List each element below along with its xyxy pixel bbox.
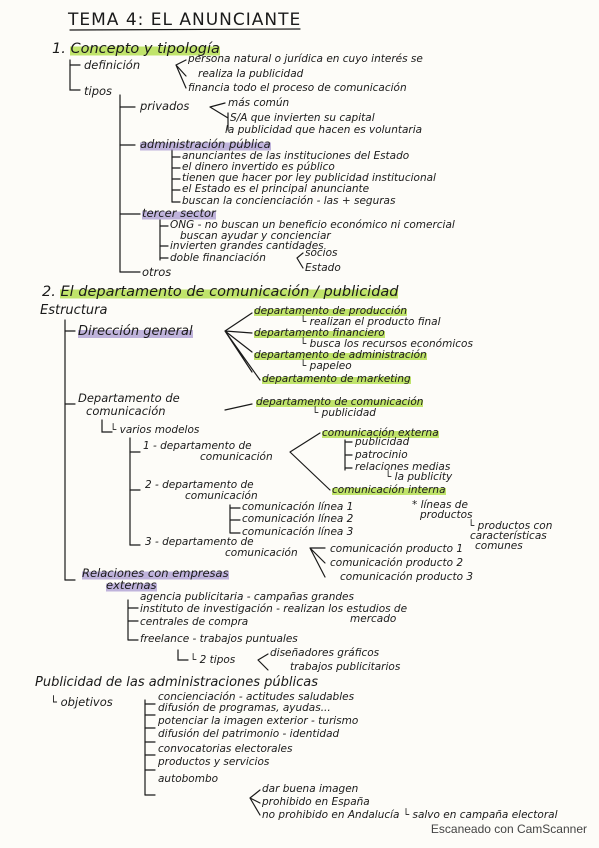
autobombo-note-2: prohibido en España <box>262 796 370 808</box>
administracion-label: administración pública <box>140 137 271 151</box>
objetivo-1: concienciación - actitudes saludables <box>158 691 355 703</box>
dos-tipos-item-1: diseñadores gráficos <box>270 647 380 659</box>
productos-caracteristicas-3: comunes <box>475 540 523 552</box>
modelo-2-item-1: comunicación línea 1 <box>242 501 354 513</box>
modelo-2-item-2: comunicación línea 2 <box>242 513 354 525</box>
definicion-item-1: persona natural o jurídica en cuyo inter… <box>188 53 423 65</box>
productos-caracteristicas: └ productos con <box>468 520 553 532</box>
direccion-item-2: departamento financiero <box>254 327 385 339</box>
tercer-sector-item-3: invierten grandes cantidades <box>170 240 324 252</box>
modelo-3-label: 3 - departamento de <box>145 536 254 548</box>
modelo-2-item-3: comunicación línea 3 <box>242 526 354 538</box>
tercer-sector-label: tercer sector <box>142 206 216 220</box>
objetivo-6: productos y servicios <box>158 756 270 768</box>
direccion-item-1: departamento de producción <box>254 305 408 317</box>
definicion-item-2: realiza la publicidad <box>198 68 304 80</box>
relaciones-item-1: agencia publicitaria - campañas grandes <box>140 591 354 603</box>
lineas-productos-note: * líneas de <box>412 499 468 511</box>
privados-label: privados <box>140 99 190 113</box>
page-title: TEMA 4: EL ANUNCIANTE <box>68 10 302 30</box>
otros-label: otros <box>142 265 172 279</box>
direccion-item-3-note: └ papeleo <box>300 360 352 372</box>
modelo-1-externa: comunicación externa <box>322 427 439 439</box>
objetivo-4: difusión del patrimonio - identidad <box>158 728 340 740</box>
relaciones-item-2-note: mercado <box>350 613 397 625</box>
dos-tipos-label: └ 2 tipos <box>190 654 236 666</box>
relaciones-item-3: centrales de compra <box>140 616 249 628</box>
scanner-watermark: Escaneado con CamScanner <box>430 822 587 836</box>
modelo-3-item-2: comunicación producto 2 <box>330 557 464 569</box>
relaciones-item-2: instituto de investigación - realizan lo… <box>140 603 408 615</box>
departamento-comunicacion-label-2: comunicación <box>86 404 166 418</box>
autobombo-note-3: no prohibido en Andalucía └ salvo en cam… <box>262 809 558 821</box>
section-2-number: 2. <box>42 284 56 300</box>
modelo-2-label-2: comunicación <box>185 490 258 502</box>
administracion-item-4: el Estado es el principal anunciante <box>182 183 370 195</box>
objetivo-5: convocatorias electorales <box>158 743 293 755</box>
dos-tipos-item-2: trabajos publicitarios <box>290 661 401 673</box>
section-1-title: Concepto y tipología <box>70 41 220 57</box>
direccion-item-1-note: └ realizan el producto final <box>300 316 441 328</box>
direccion-item-2-note: └ busca los recursos económicos <box>300 338 473 350</box>
section-2-title: El departamento de comunicación / public… <box>60 284 399 300</box>
relaciones-item-4: freelance - trabajos puntuales <box>140 633 298 645</box>
modelo-1-externa-note: └ la publicity <box>385 471 453 483</box>
objetivo-2: difusión de programas, ayudas... <box>158 702 331 714</box>
tercer-sector-item-2: buscan ayudar y concienciar <box>180 230 331 242</box>
modelo-1-label-2: comunicación <box>200 451 273 463</box>
modelo-3-item-1: comunicación producto 1 <box>330 543 464 555</box>
objetivo-3: potenciar la imagen exterior - turismo <box>158 715 359 727</box>
departamento-comunicacion-note: └ publicidad <box>312 407 376 419</box>
definicion-label: definición <box>84 58 141 72</box>
relaciones-label: Relaciones con empresas <box>82 566 229 580</box>
administracion-item-1: anunciantes de las instituciones del Est… <box>182 150 410 162</box>
departamento-comunicacion-label: Departamento de <box>78 391 180 405</box>
modelo-2-label: 2 - departamento de <box>145 479 254 491</box>
privados-item-1: más común <box>228 97 290 109</box>
modelo-1-externa-item-2: patrocinio <box>355 449 408 461</box>
modelo-1-externa-item-1: publicidad <box>355 436 410 448</box>
estructura-label: Estructura <box>40 303 108 318</box>
varios-modelos-label: └ varios modelos <box>110 424 200 436</box>
modelo-3-item-3: comunicación producto 3 <box>340 571 474 583</box>
direccion-item-4: departamento de marketing <box>262 373 411 385</box>
relaciones-label-2: externas <box>106 578 157 592</box>
privados-item-2: S/A que invierten su capital <box>230 112 375 124</box>
administracion-item-2: el dinero invertido es público <box>182 161 335 173</box>
productos-caracteristicas-2: características <box>470 530 547 542</box>
section-2-heading: 2. El departamento de comunicación / pub… <box>42 284 399 300</box>
direccion-item-3: departamento de administración <box>254 349 427 361</box>
departamento-comunicacion-item: departamento de comunicación <box>256 396 424 408</box>
section-1-number: 1. <box>52 41 66 57</box>
privados-item-3: la publicidad que hacen es voluntaria <box>225 124 423 136</box>
objetivos-label: └ objetivos <box>50 695 113 709</box>
modelo-1-label: 1 - departamento de <box>143 440 252 452</box>
tercer-sector-item-1: ONG - no buscan un beneficio económico n… <box>170 219 455 231</box>
definicion-item-3: financia todo el proceso de comunicación <box>188 82 407 94</box>
tipos-label: tipos <box>84 84 113 98</box>
publicidad-admin-heading: Publicidad de las administraciones públi… <box>35 675 319 690</box>
modelo-3-label-2: comunicación <box>225 547 298 559</box>
objetivo-7: autobombo <box>158 773 219 785</box>
section-1-heading: 1. Concepto y tipología <box>52 41 220 57</box>
financiacion-socios: socios <box>305 247 338 259</box>
modelo-1-interna: comunicación interna <box>332 484 446 496</box>
lineas-productos-note-2: productos <box>420 509 473 521</box>
direccion-general-label: Dirección general <box>78 324 193 339</box>
tercer-sector-item-4: doble financiación <box>170 252 266 264</box>
administracion-item-5: buscan la concienciación - las + seguras <box>182 195 396 207</box>
autobombo-note-1: dar buena imagen <box>262 783 359 795</box>
modelo-1-externa-item-3: relaciones medias <box>355 461 451 473</box>
administracion-item-3: tienen que hacer por ley publicidad inst… <box>182 172 436 184</box>
financiacion-estado: Estado <box>305 262 341 274</box>
